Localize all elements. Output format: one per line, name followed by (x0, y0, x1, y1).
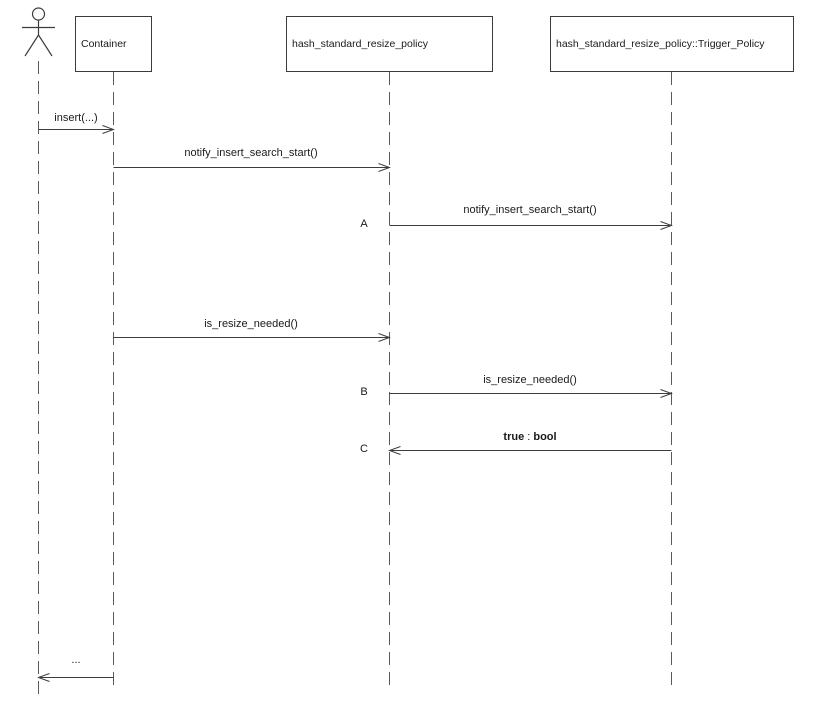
message-label-insert: insert(...) (54, 112, 98, 124)
participant-box-container: Container (75, 16, 152, 72)
message-label-notify-insert-search-start-1: notify_insert_search_start() (184, 147, 318, 159)
participant-label: hash_standard_resize_policy (292, 38, 429, 50)
message-label-notify-insert-search-start-2: notify_insert_search_start() (463, 204, 597, 216)
message-marker-a: A (360, 218, 368, 230)
actor-figure (22, 7, 55, 57)
return-separator: : (524, 431, 534, 443)
message-marker-c: C (360, 443, 368, 455)
message-label-is-resize-needed-1: is_resize_needed() (204, 318, 298, 330)
participant-box-trigger-policy: hash_standard_resize_policy::Trigger_Pol… (550, 16, 794, 72)
message-marker-b: B (360, 386, 368, 398)
message-arrow-insert (38, 125, 115, 134)
message-arrow-is-resize-needed-1 (113, 333, 391, 342)
message-arrow-is-resize-needed-2 (389, 389, 673, 398)
return-type: bool (533, 431, 557, 443)
message-label-ellipsis: ... (71, 654, 81, 666)
message-arrow-return-true-bool (388, 446, 672, 455)
actor-leg-left (24, 34, 40, 57)
message-label-true-bool: true : bool (503, 431, 556, 444)
actor-head (31, 7, 46, 21)
message-arrow-notify-insert-search-start-1 (113, 163, 391, 172)
participant-box-resize-policy: hash_standard_resize_policy (286, 16, 493, 72)
return-value: true (503, 431, 525, 443)
participant-label: Container (81, 38, 127, 50)
actor-leg-right (37, 34, 53, 57)
message-label-is-resize-needed-2: is_resize_needed() (483, 374, 577, 386)
participant-label: hash_standard_resize_policy::Trigger_Pol… (556, 38, 765, 50)
message-arrow-return-ellipsis (37, 673, 114, 682)
message-arrow-notify-insert-search-start-2 (389, 221, 673, 230)
